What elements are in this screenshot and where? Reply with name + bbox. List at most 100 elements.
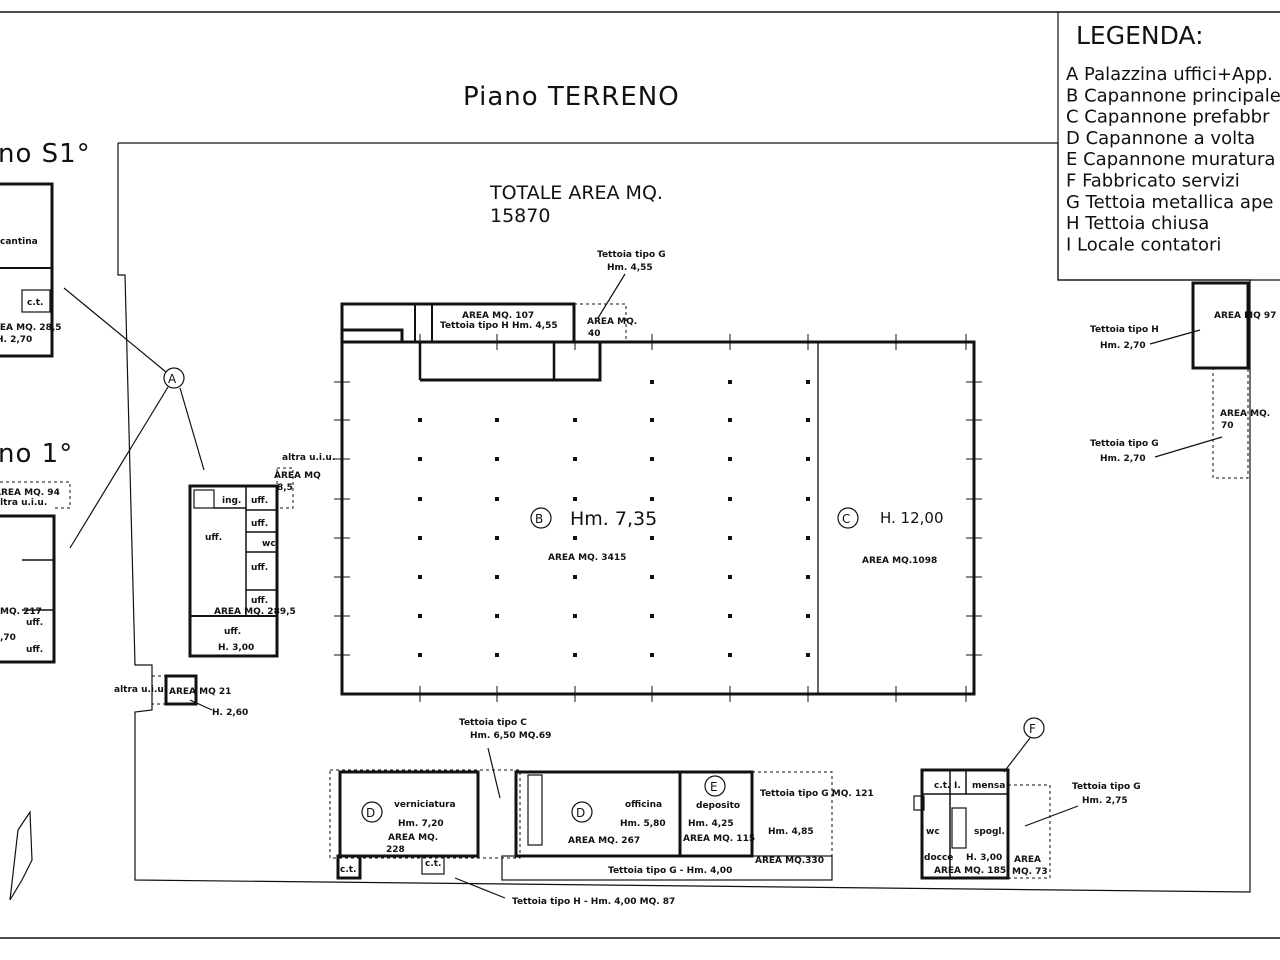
building-c-area: AREA MQ.1098 [862,556,937,566]
floor-s1-title: no S1° [0,139,91,169]
column-marker [806,536,810,540]
s1-fragment-ct-room [21,289,51,313]
contatori-area: AREA MQ 21 [169,687,231,697]
f-spogl: spogl. [974,827,1005,837]
f-i: I. [954,781,961,791]
marker-d1-circle [361,801,383,823]
column-marker [728,380,732,384]
d1-area: AREA MQ. [388,833,438,843]
building-a-uff-4: uff. [251,563,268,573]
f-docce: docce [924,853,953,863]
marker-b: B [535,512,543,526]
g121-label: Tettoia tipo G MQ. 121 [760,789,874,799]
d2-area: AREA MQ. 267 [568,836,640,846]
f-height: H. 3,00 [966,853,1002,863]
d1-area-value: 228 [386,845,405,855]
building-d2-stair [527,774,543,846]
column-marker [418,497,422,501]
column-marker [418,536,422,540]
column-grid [418,380,810,657]
s1-ct: c.t. [27,298,43,308]
column-marker [650,536,654,540]
building-a-uff-3: uff. [205,533,222,543]
column-marker [728,418,732,422]
contatori-altra: altra u.i.u. [114,685,167,695]
legend-list: A Palazzina uffici+App.B Capannone princ… [1066,64,1280,255]
building-a-area-main: AREA MQ. 289,5 [214,607,296,617]
marker-d2-circle [571,801,593,823]
contatori-height: H. 2,60 [212,708,248,718]
tettoia-c-value: Hm. 6,50 MQ.69 [470,731,551,741]
column-marker [650,457,654,461]
column-marker [728,536,732,540]
marker-a-leader-2 [69,386,169,549]
marker-a: A [168,372,177,386]
bottom-ct-room [336,854,362,880]
building-a-uff-2: uff. [251,519,268,529]
marker-d1: D [366,806,375,820]
f-area2: AREA [1014,855,1041,865]
legend-item: G Tettoia metallica ape [1066,192,1273,213]
p1-uff2: uff. [26,645,43,655]
column-marker [418,575,422,579]
tettoia-c-outline [329,769,521,859]
building-a-annex [276,467,294,509]
building-a-wc: wc [262,539,276,549]
s1-cantina: cantina [0,237,38,247]
column-marker [573,497,577,501]
s1-height: H. 2,70 [0,335,32,345]
p1-area: AREA MQ. 94 [0,488,60,498]
column-marker [495,575,499,579]
building-a-area-mq-value: 8,5 [277,483,293,493]
right-g-area-value: 70 [1221,421,1234,431]
marker-e-circle [704,775,726,797]
total-area-value: 15870 [490,205,550,227]
p1-fragment-annex [0,481,71,509]
building-a-area-mq: AREA MQ [274,471,321,481]
legend-item: F Fabbricato servizi [1066,171,1240,192]
marker-a-circle [163,367,185,389]
contatori-leader [189,699,213,711]
column-marker [650,575,654,579]
building-d1-outline [338,770,480,858]
column-marker [806,653,810,657]
right-g-leader [1154,436,1223,458]
building-c-height: H. 12,00 [880,509,944,527]
column-marker [418,457,422,461]
legend-item: D Capannone a volta [1066,128,1255,149]
right-h-label: Tettoia tipo H [1090,325,1159,335]
column-marker [495,536,499,540]
contatori-box [164,674,198,706]
column-marker [650,380,654,384]
p1-altra: altra u.i.u. [0,498,47,508]
f-area2-value: MQ. 73 [1012,867,1048,877]
bottom-ct-1: c.t. [340,865,356,875]
right-g-height: Hm. 2,70 [1100,454,1146,464]
column-marker [495,614,499,618]
top-tettoia-h-inline: Tettoia tipo H Hm. 4,55 [440,321,558,331]
building-a-stair [193,489,215,509]
marker-d2: D [576,806,585,820]
column-marker [650,614,654,618]
floor-1-title: no 1° [0,439,73,469]
plan-title: Piano TERRENO [463,82,680,112]
d2-height: Hm. 5,80 [620,819,666,829]
tettoia-h-bottom-label: Tettoia tipo H - Hm. 4,00 MQ. 87 [512,897,675,907]
column-marker [728,614,732,618]
p1-uff1: uff. [26,618,43,628]
column-marker [650,497,654,501]
s1-area: AREA MQ. 28,5 [0,323,62,333]
column-marker [495,497,499,501]
right-h-leader [1149,329,1201,345]
column-marker [495,457,499,461]
column-marker [728,497,732,501]
legend-item: E Capannone muratura [1066,149,1275,170]
building-f-stair [951,807,967,849]
column-marker [806,457,810,461]
column-marker [806,575,810,579]
tettoia-c-label: Tettoia tipo C [459,718,527,728]
column-marker [806,418,810,422]
tettoia-h-annex [340,302,576,344]
contatori-annex [151,675,167,705]
marker-e: E [710,780,718,794]
